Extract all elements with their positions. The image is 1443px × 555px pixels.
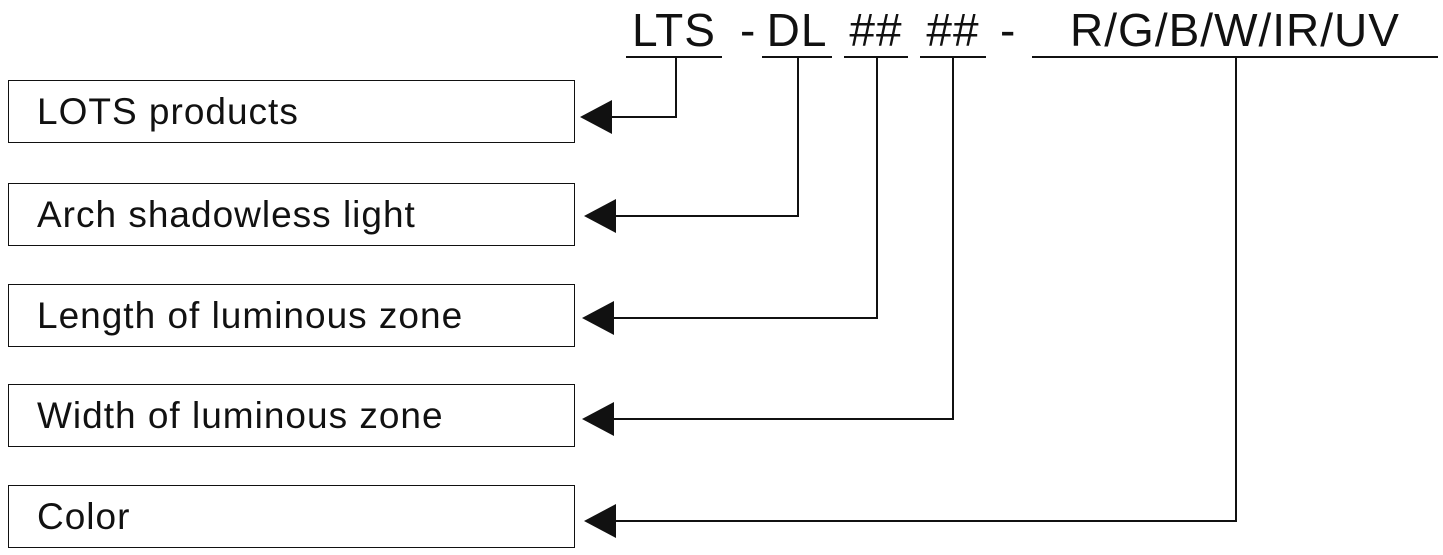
code-series: DL — [762, 4, 832, 58]
label-box-width-of-luminous-zone: Width of luminous zone — [8, 384, 575, 447]
arrow-head-width — [582, 402, 614, 436]
code-separator-2: - — [1000, 4, 1016, 56]
arrow-head-series — [584, 199, 616, 233]
label-text: Length of luminous zone — [37, 294, 464, 336]
label-text: LOTS products — [37, 90, 299, 132]
label-box-color: Color — [8, 485, 575, 548]
label-text: Width of luminous zone — [37, 394, 444, 436]
arrow-head-length — [582, 301, 614, 335]
arrow-head-prefix — [580, 100, 612, 134]
code-prefix: LTS — [626, 4, 722, 58]
label-box-lots-products: LOTS products — [8, 80, 575, 143]
leader-line-color — [614, 58, 1237, 522]
label-box-length-of-luminous-zone: Length of luminous zone — [8, 284, 575, 347]
arrow-head-color — [584, 504, 616, 538]
leader-line-series — [614, 58, 799, 217]
leader-line-width — [612, 58, 954, 420]
code-width: ## — [920, 4, 986, 58]
label-box-arch-shadowless-light: Arch shadowless light — [8, 183, 575, 246]
code-color: R/G/B/W/IR/UV — [1032, 4, 1438, 58]
code-length: ## — [844, 4, 908, 58]
leader-line-prefix — [610, 58, 677, 118]
leader-line-length — [612, 58, 878, 319]
label-text: Arch shadowless light — [37, 193, 416, 235]
code-separator-1: - — [740, 4, 756, 56]
label-text: Color — [37, 495, 131, 537]
